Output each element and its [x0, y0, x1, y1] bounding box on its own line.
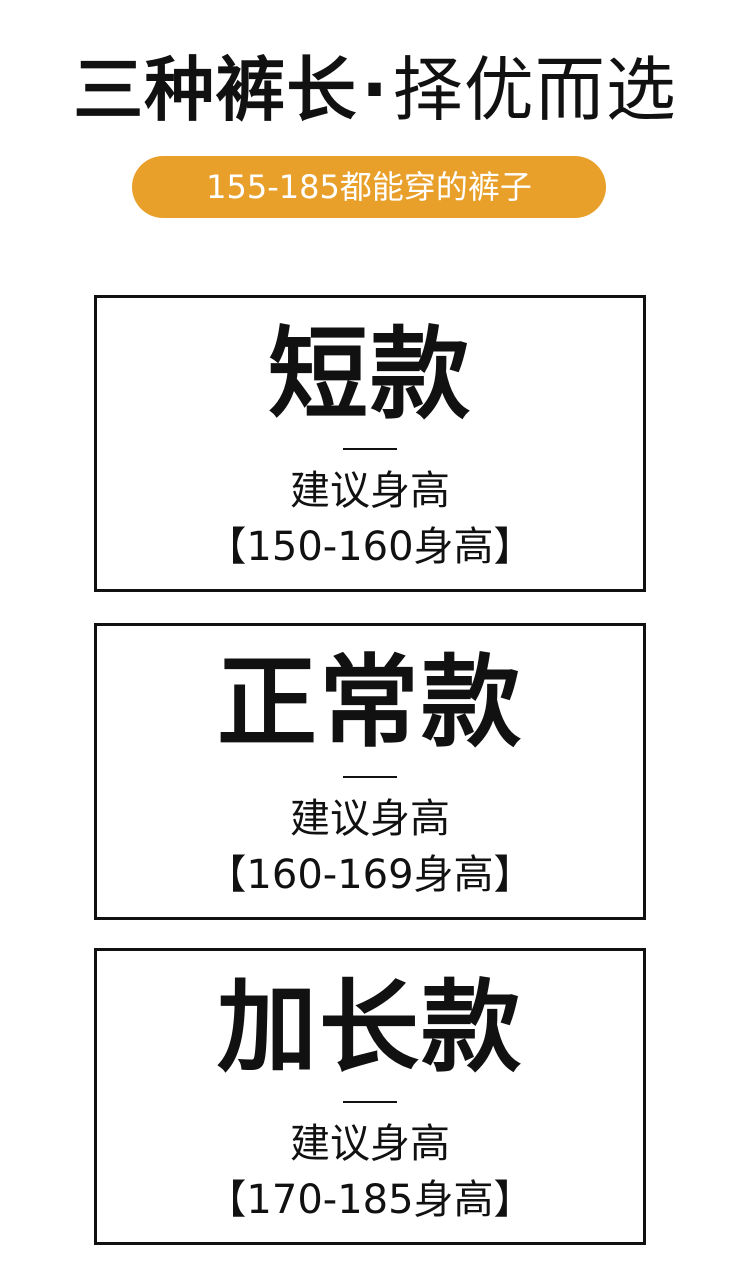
- divider: [343, 776, 397, 778]
- divider: [343, 1101, 397, 1103]
- title-secondary: 择优而选: [392, 49, 677, 131]
- page-title: 三种裤长·择优而选: [0, 44, 750, 136]
- card-name: 正常款: [217, 644, 523, 761]
- card-name: 短款: [268, 316, 472, 433]
- length-card-short: 短款 建议身高 【150-160身高】: [94, 295, 646, 592]
- subtitle-text: 155-185都能穿的裤子: [206, 168, 532, 206]
- title-primary: 三种裤长: [73, 49, 358, 131]
- subtitle-badge: 155-185都能穿的裤子: [132, 156, 606, 218]
- card-hint: 建议身高: [290, 796, 450, 842]
- card-hint: 建议身高: [290, 1121, 450, 1167]
- card-range: 【170-185身高】: [206, 1177, 534, 1223]
- card-range: 【150-160身高】: [206, 524, 534, 570]
- card-range: 【160-169身高】: [206, 852, 534, 898]
- card-hint: 建议身高: [290, 468, 450, 514]
- length-card-long: 加长款 建议身高 【170-185身高】: [94, 948, 646, 1245]
- length-card-regular: 正常款 建议身高 【160-169身高】: [94, 623, 646, 920]
- divider: [343, 448, 397, 450]
- card-name: 加长款: [217, 969, 523, 1086]
- title-separator: ·: [361, 49, 389, 131]
